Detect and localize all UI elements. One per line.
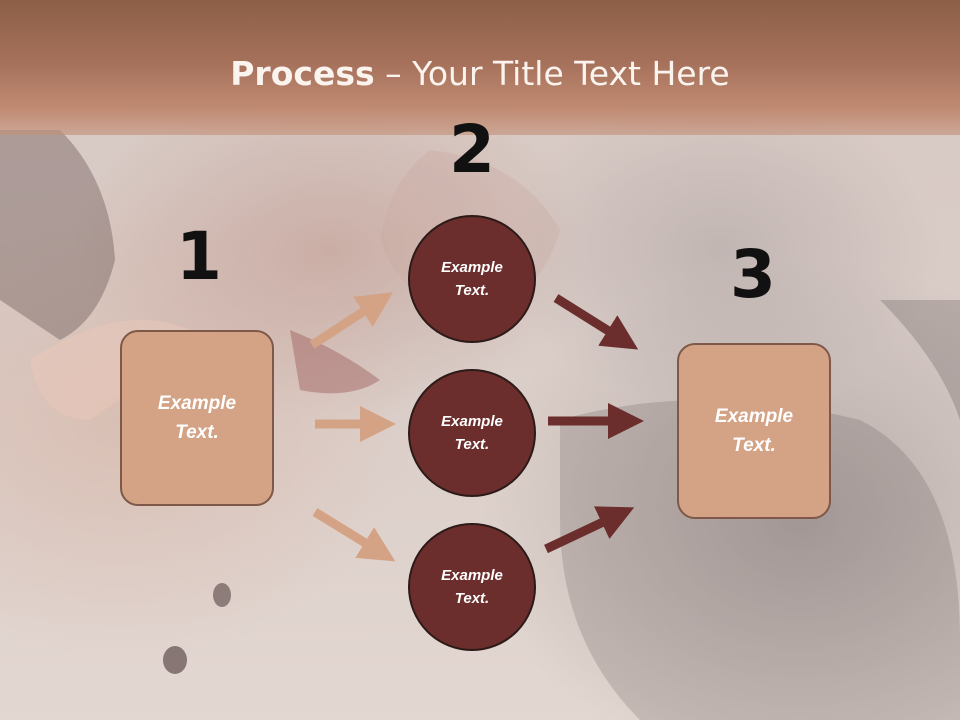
slide-title: Process – Your Title Text Here [0,52,960,96]
box-right: Example Text. [677,343,831,519]
step-number-3: 3 [730,236,776,313]
title-rest: – Your Title Text Here [374,54,730,93]
title-bold: Process [230,54,375,93]
arrow-top-to-box3 [553,294,639,350]
arrow-box1-to-top [309,292,394,349]
arrow-bottom-to-box3 [544,506,635,554]
box-left: Example Text. [120,330,274,506]
circle-bottom: Example Text. [408,523,536,651]
circle-middle-label: Example Text. [441,413,503,453]
header-band [0,0,960,135]
arrow-box1-to-bottom [312,508,396,562]
box-left-label: Example Text. [157,393,237,443]
circle-top-label: Example Text. [441,259,503,299]
circle-top: Example Text. [408,215,536,343]
step-number-1: 1 [176,218,222,295]
box-right-label: Example Text. [714,406,794,456]
step-number-2: 2 [449,111,495,188]
circle-middle: Example Text. [408,369,536,497]
circle-bottom-label: Example Text. [441,567,503,607]
